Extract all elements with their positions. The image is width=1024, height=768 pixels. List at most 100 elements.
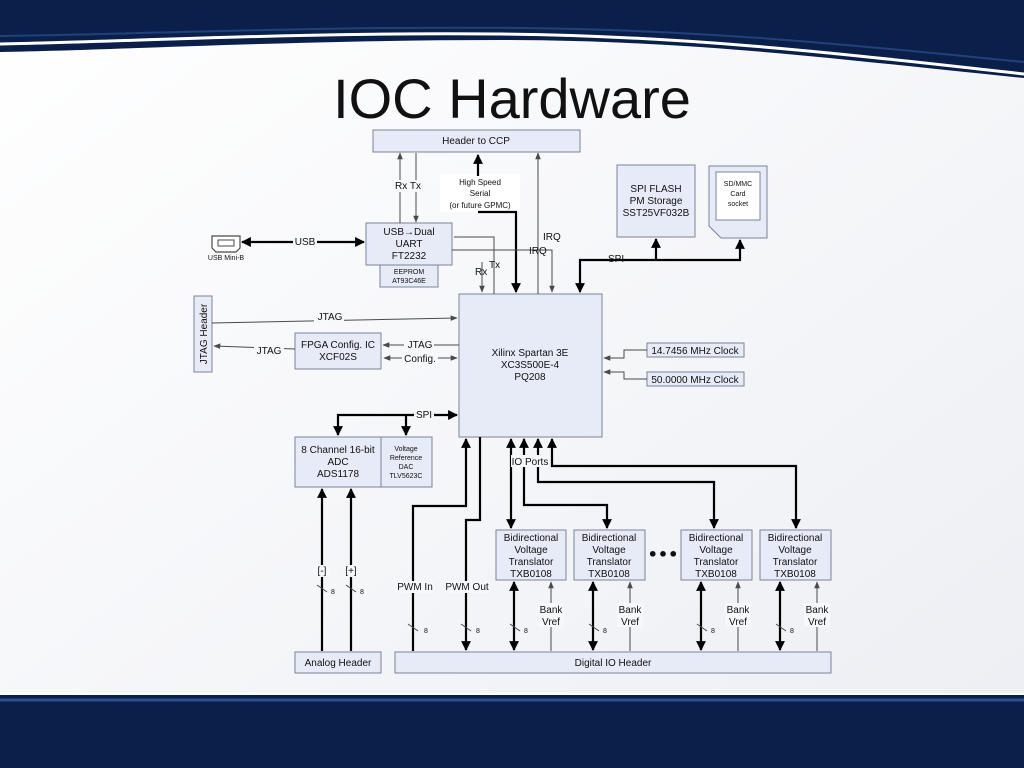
jtag-header-box: JTAG Header (193, 295, 213, 373)
spi-flash-line1: SPI FLASH (630, 184, 681, 195)
sd-card-line1: SD/MMC (724, 181, 752, 188)
usb-uart-line3: FT2232 (392, 251, 427, 262)
vref-dac-line4: TLV5623C (390, 473, 423, 480)
analog-plus-label: [+] (345, 566, 357, 577)
sd-card-box: SD/MMC Card socket (708, 165, 768, 239)
bus-slash-5 (509, 623, 521, 632)
clock-14-line (603, 349, 647, 361)
digital-io-header-label: Digital IO Header (575, 658, 652, 669)
fpga-box: Xilinx Spartan 3E XC3S500E-4 PQ208 (458, 293, 603, 438)
spi-flash-box: SPI FLASH PM Storage SST25VF032B (616, 164, 696, 238)
bus-width-7: 8 (711, 628, 715, 635)
translator-2-line1: Bidirectional (582, 533, 636, 544)
eeprom-line2: AT93C46E (392, 278, 426, 285)
usb-uart-line2: UART (395, 239, 422, 250)
translator-4-line1: Bidirectional (768, 533, 822, 544)
connections: Rx Tx IRQ IRQ Tx Rx USB SPI JTAG JTAG (211, 152, 830, 651)
translator-4-line4: TXB0108 (774, 569, 816, 580)
usb-mini-b-connector: USB Mini-B (208, 235, 245, 262)
analog-header-label: Analog Header (305, 658, 372, 669)
sd-card-line3: socket (728, 201, 748, 208)
eeprom-box: EEPROM AT93C46E (379, 264, 439, 288)
high-speed-line3: (or future GPMC) (449, 201, 511, 210)
pwm-in-line (411, 438, 471, 651)
analog-header-box: Analog Header (294, 651, 382, 674)
translator-2-box: Bidirectional Voltage Translator TXB0108 (573, 529, 646, 581)
bank-vref-4-a: Bank (806, 605, 830, 616)
spi-bus-upper (575, 239, 745, 293)
jtag-label-3: JTAG (408, 340, 433, 351)
translator-3-line3: Translator (694, 557, 739, 568)
spi-label-lower: SPI (416, 410, 432, 421)
config-label: Config. (404, 354, 436, 365)
adc-line1: 8 Channel 16-bit (301, 445, 375, 456)
header-to-ccp-box: Header to CCP (372, 129, 581, 153)
vref-dac-line1: Voltage (394, 446, 417, 453)
translator-3-line2: Voltage (699, 545, 733, 556)
adc-box: 8 Channel 16-bit ADC ADS1178 (294, 436, 382, 488)
fpga-config-line2: XCF02S (319, 352, 357, 363)
jtag-label-1: JTAG (318, 312, 343, 323)
translator-4-line2: Voltage (778, 545, 812, 556)
ellipsis-more-translators: ••• (648, 545, 679, 564)
spi-flash-line2: PM Storage (630, 196, 683, 207)
translator-2-line4: TXB0108 (588, 569, 630, 580)
bank-vref-3-a: Bank (727, 605, 751, 616)
header-to-ccp-label: Header to CCP (442, 136, 510, 147)
clock-50-box: 50.0000 MHz Clock (646, 371, 745, 387)
translator-2-line3: Translator (587, 557, 632, 568)
translator-3-line4: TXB0108 (695, 569, 737, 580)
eeprom-line1: EEPROM (394, 269, 425, 276)
usb-uart-line1: USB→Dual (383, 227, 434, 238)
translator-3-line1: Bidirectional (689, 533, 743, 544)
fpga-config-box: FPGA Config. IC XCF02S (294, 332, 382, 370)
high-speed-line1: High Speed (459, 178, 501, 187)
vref-dac-line2: Reference (390, 455, 422, 462)
translator-4-box: Bidirectional Voltage Translator TXB0108 (759, 529, 832, 581)
clock-50-label: 50.0000 MHz Clock (651, 375, 739, 386)
clock-14-box: 14.7456 MHz Clock (646, 342, 745, 358)
bank-vref-1-b: Vref (542, 617, 560, 628)
bus-width-3: 8 (424, 628, 428, 635)
pwm-out-label: PWM Out (445, 582, 489, 593)
clock-14-label: 14.7456 MHz Clock (651, 346, 739, 357)
translator-2-line2: Voltage (592, 545, 626, 556)
irq-uart-line (452, 249, 555, 293)
tx-uart-fpga-line (454, 236, 495, 294)
pwm-in-label: PWM In (397, 582, 433, 593)
vref-dac-box: Voltage Reference DAC TLV5623C (380, 436, 433, 488)
vref-dac-line3: DAC (399, 464, 414, 471)
fpga-line2: XC3S500E-4 (501, 360, 560, 371)
translator-4-line3: Translator (773, 557, 818, 568)
bank-vref-3-b: Vref (729, 617, 747, 628)
adc-line2: ADC (327, 457, 348, 468)
bus-slash-8 (775, 623, 787, 632)
translator-1-line1: Bidirectional (504, 533, 558, 544)
fpga-config-line1: FPGA Config. IC (301, 340, 375, 351)
translator-1-line3: Translator (509, 557, 554, 568)
bus-width-2: 8 (360, 589, 364, 596)
fpga-line3: PQ208 (514, 372, 546, 383)
bus-width-4: 8 (476, 628, 480, 635)
irq-label-1: IRQ (543, 232, 561, 243)
translator-1-box: Bidirectional Voltage Translator TXB0108 (495, 529, 567, 581)
tx-label: Tx (489, 260, 500, 271)
translator-1-line4: TXB0108 (510, 569, 552, 580)
usb-mini-b-label: USB Mini-B (208, 255, 245, 262)
bus-slash-4 (460, 623, 472, 632)
high-speed-line2: Serial (470, 189, 491, 198)
high-speed-down-line (478, 210, 521, 293)
jtag-label-2: JTAG (257, 346, 282, 357)
usb-uart-box: USB→Dual UART FT2232 (365, 222, 453, 266)
usb-label: USB (295, 237, 316, 248)
top-banner (0, 0, 1024, 78)
bank-vref-4-b: Vref (808, 617, 826, 628)
bus-slash-1 (316, 584, 328, 593)
spi-flash-line3: SST25VF032B (623, 208, 690, 219)
irq-label-2: IRQ (529, 246, 547, 257)
high-speed-serial-label: High Speed Serial (or future GPMC) (440, 174, 520, 212)
clock-50-line (603, 369, 647, 380)
rx-label: Rx (475, 267, 487, 278)
page-title: IOC Hardware (333, 67, 691, 130)
